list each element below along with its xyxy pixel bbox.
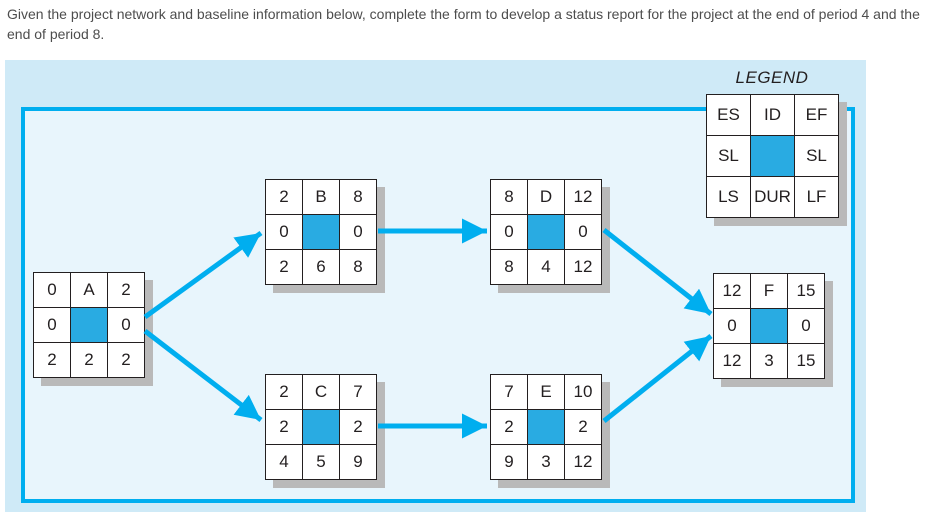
grid-cell: 0 [490, 214, 528, 250]
grid-cell: 6 [302, 249, 340, 285]
node-center-cell [527, 409, 565, 445]
node-center-cell [302, 409, 340, 445]
grid-cell: 9 [490, 444, 528, 480]
grid-cell: 2 [33, 342, 71, 378]
grid-cell: 7 [490, 374, 528, 410]
grid-cell: 2 [107, 342, 145, 378]
grid-cell: 8 [339, 179, 377, 215]
grid-cell: 2 [70, 342, 108, 378]
node-center-cell [527, 214, 565, 250]
grid-cell: ES [706, 94, 751, 136]
grid-cell: 2 [490, 409, 528, 445]
grid-cell: 2 [265, 179, 303, 215]
grid-cell: 2 [265, 374, 303, 410]
grid-cell: D [527, 179, 565, 215]
node-center-cell [750, 308, 788, 344]
grid-cell: 0 [33, 272, 71, 308]
grid-cell: 2 [339, 409, 377, 445]
grid-cell: EF [794, 94, 839, 136]
grid-cell: 0 [265, 214, 303, 250]
grid-cell: 3 [750, 343, 788, 379]
grid-cell: 0 [787, 308, 825, 344]
grid-cell: 0 [339, 214, 377, 250]
node-center-cell [302, 214, 340, 250]
node-center-cell [70, 307, 108, 343]
grid-cell: 0 [107, 307, 145, 343]
grid-cell: A [70, 272, 108, 308]
instruction-text: Given the project network and baseline i… [7, 6, 920, 42]
grid-cell: LS [706, 176, 751, 218]
grid-cell: 8 [490, 179, 528, 215]
grid-cell: 0 [564, 214, 602, 250]
grid-cell: 2 [564, 409, 602, 445]
grid-cell: 2 [265, 249, 303, 285]
grid-cell: ID [750, 94, 795, 136]
grid-cell: 0 [33, 307, 71, 343]
grid-cell: E [527, 374, 565, 410]
grid-cell: 3 [527, 444, 565, 480]
grid-cell: DUR [750, 176, 795, 218]
grid-cell: B [302, 179, 340, 215]
grid-cell: 9 [339, 444, 377, 480]
grid-cell: 15 [787, 273, 825, 309]
grid-cell: 0 [713, 308, 751, 344]
grid-cell: LF [794, 176, 839, 218]
grid-cell: 2 [265, 409, 303, 445]
grid-cell: SL [794, 135, 839, 177]
grid-cell: 7 [339, 374, 377, 410]
grid-cell: 8 [339, 249, 377, 285]
grid-cell: 4 [527, 249, 565, 285]
node-center-cell [750, 135, 795, 177]
grid-cell: 8 [490, 249, 528, 285]
grid-cell: 12 [564, 179, 602, 215]
grid-cell: 12 [713, 273, 751, 309]
grid-cell: 10 [564, 374, 602, 410]
grid-cell: 5 [302, 444, 340, 480]
grid-cell: 4 [265, 444, 303, 480]
grid-cell: SL [706, 135, 751, 177]
legend-title: LEGEND [735, 68, 809, 87]
grid-cell: 12 [564, 249, 602, 285]
grid-cell: 12 [564, 444, 602, 480]
grid-cell: C [302, 374, 340, 410]
grid-cell: F [750, 273, 788, 309]
grid-cell: 2 [107, 272, 145, 308]
grid-cell: 12 [713, 343, 751, 379]
grid-cell: 15 [787, 343, 825, 379]
